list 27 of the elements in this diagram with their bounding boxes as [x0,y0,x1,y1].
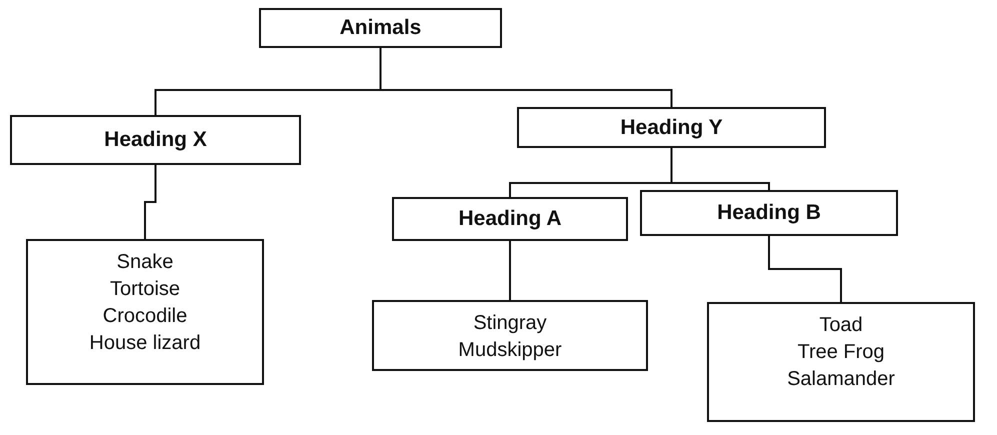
heading-box [259,8,502,48]
heading-text: Heading A [458,207,562,231]
heading-text: Heading Y [620,116,723,140]
list-item: Toad [819,313,863,338]
heading-box [10,115,301,165]
heading-box [392,197,628,241]
list-box [372,300,648,371]
heading-box [517,107,826,148]
heading-text: Heading B [717,201,821,225]
heading-text: Heading X [104,128,207,152]
list-box [707,302,975,422]
connector-line [509,241,511,300]
connector-line [380,48,672,107]
connector-line [768,236,842,302]
connector-line [144,165,156,239]
heading-box [640,190,898,236]
list-item: Salamander [787,367,895,392]
list-item: Crocodile [102,304,188,329]
list-item: Mudskipper [458,338,562,363]
list-item: Stingray [473,311,547,336]
list-item: Tortoise [110,277,180,302]
list-item: House lizard [89,331,201,356]
list-item: Tree Frog [797,340,885,365]
list-box [26,239,264,385]
connector-line [670,148,770,190]
list-item: Snake [116,250,174,275]
heading-text: Animals [340,16,422,40]
